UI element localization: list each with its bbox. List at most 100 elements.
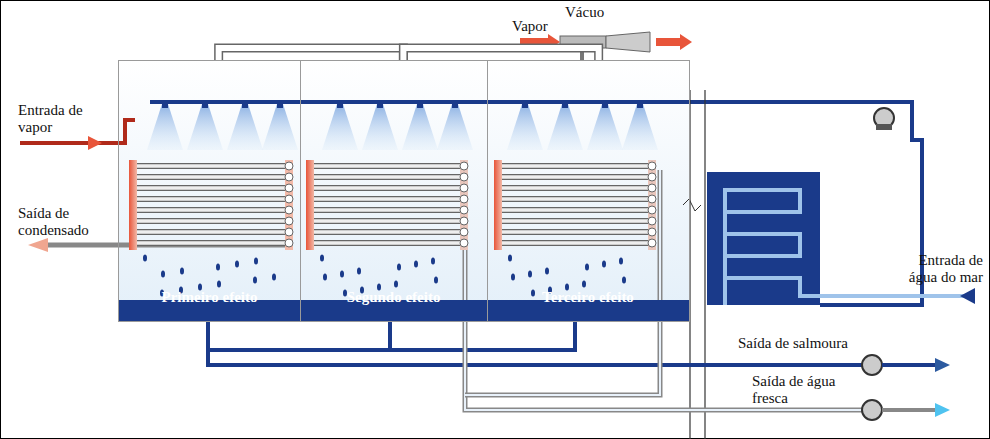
water-drop <box>414 261 418 268</box>
tube <box>314 240 460 246</box>
tube <box>502 218 648 224</box>
tube-header <box>306 160 314 250</box>
tube <box>137 174 285 180</box>
callout-label: Vácuo <box>565 4 625 21</box>
tube <box>137 219 285 223</box>
tube <box>314 241 460 245</box>
effect-label: Terceiro efeito <box>487 287 689 307</box>
tube <box>137 230 285 234</box>
nozzle <box>242 100 248 108</box>
tube-end <box>460 206 468 214</box>
nozzle <box>452 100 458 108</box>
water-drop <box>161 271 165 278</box>
tube-end <box>648 239 656 247</box>
tube <box>502 174 648 180</box>
water-drop <box>217 281 221 288</box>
effect-chamber: Primeiro efeito <box>118 60 301 322</box>
tube <box>314 207 460 213</box>
nozzle <box>162 100 168 108</box>
spray-cone <box>547 104 583 150</box>
callout-label: Saída de água fresca <box>752 373 857 407</box>
spray-cone <box>402 104 438 150</box>
nozzle <box>202 100 208 108</box>
tube-end <box>648 206 656 214</box>
tube-end <box>460 173 468 181</box>
spray-cone <box>262 104 298 150</box>
water-drop <box>602 261 606 268</box>
tube <box>502 186 648 190</box>
tube-end <box>285 184 293 192</box>
water-drop <box>254 258 258 265</box>
nozzle <box>337 100 343 108</box>
spray-cone <box>187 104 223 150</box>
tube <box>137 207 285 213</box>
tube <box>502 185 648 191</box>
tube <box>137 164 285 168</box>
tube-end <box>285 173 293 181</box>
tube <box>502 163 648 169</box>
tube <box>314 163 460 169</box>
spray-cone <box>362 104 398 150</box>
spray-cone <box>622 104 658 150</box>
water-drop <box>531 290 535 297</box>
water-drop <box>545 268 549 275</box>
tube <box>137 186 285 190</box>
nozzle <box>562 100 568 108</box>
tube-end <box>285 162 293 170</box>
nozzle <box>377 100 383 108</box>
tube-end <box>648 195 656 203</box>
water-drop <box>343 290 347 297</box>
water-drop <box>619 258 623 265</box>
water-drop <box>357 268 361 275</box>
tube <box>314 197 460 201</box>
tube <box>314 229 460 235</box>
tube <box>314 196 460 202</box>
spray-cone <box>322 104 358 150</box>
nozzle <box>637 100 643 108</box>
tube <box>502 196 648 202</box>
tube-end <box>648 184 656 192</box>
tube <box>502 175 648 179</box>
tube-end <box>460 239 468 247</box>
water-drop <box>180 268 184 275</box>
water-drop <box>235 261 239 268</box>
water-drop <box>585 264 589 271</box>
spray-cone <box>587 104 623 150</box>
tube-header <box>648 160 656 250</box>
tube-end <box>460 162 468 170</box>
water-drop <box>397 264 401 271</box>
nozzle <box>277 100 283 108</box>
vapor-duct <box>403 48 598 60</box>
tube-end <box>460 217 468 225</box>
tube <box>502 197 648 201</box>
tube <box>502 164 648 168</box>
effect-chamber: Segundo efeito <box>300 60 488 322</box>
water-drop <box>320 255 324 262</box>
tube <box>137 240 285 246</box>
tube-end <box>285 195 293 203</box>
nozzle <box>417 100 423 108</box>
spray-cone <box>507 104 543 150</box>
tube <box>314 218 460 224</box>
tube <box>502 229 648 235</box>
callout-label: Saída de condensado <box>18 205 118 239</box>
tube <box>314 175 460 179</box>
callout-label: Entrada de água do mar <box>888 252 983 286</box>
water-drop <box>508 255 512 262</box>
effect-chamber: Terceiro efeito <box>487 60 690 322</box>
tube <box>502 241 648 245</box>
nozzle <box>522 100 528 108</box>
tube-header <box>494 160 502 250</box>
tube <box>502 208 648 212</box>
water-drop <box>582 281 586 288</box>
water-drop <box>340 271 344 278</box>
tube <box>314 174 460 180</box>
tube <box>502 230 648 234</box>
tube-end <box>460 228 468 236</box>
tube <box>502 219 648 223</box>
water-drop <box>143 255 147 262</box>
water-drop <box>528 271 532 278</box>
